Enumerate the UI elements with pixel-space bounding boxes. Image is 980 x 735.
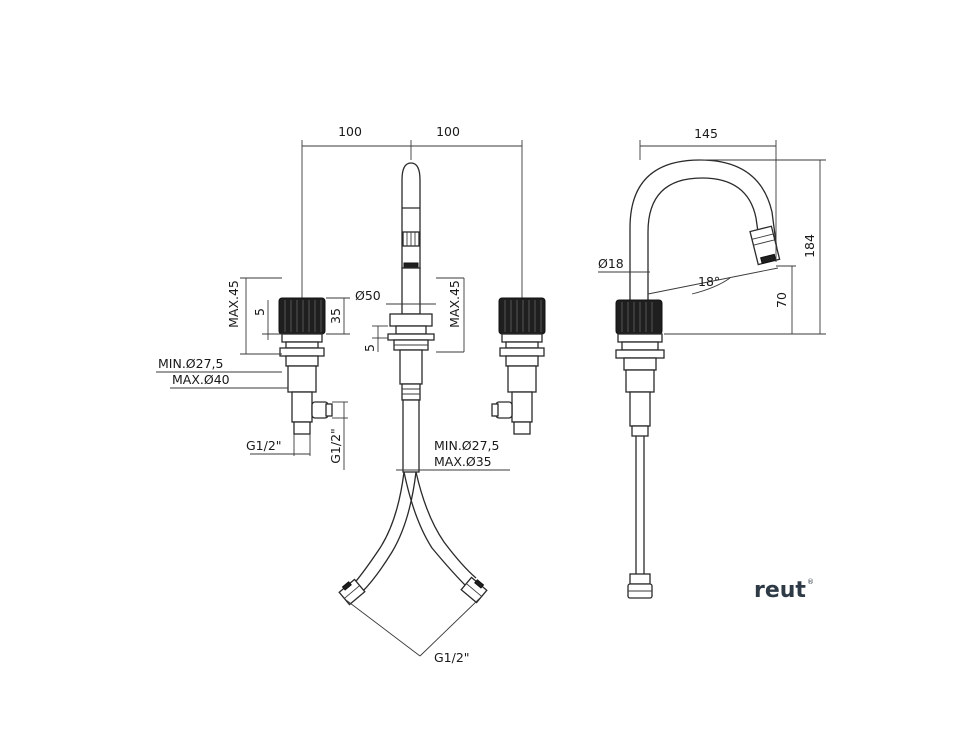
thread-g12-left-label: G1/2" bbox=[246, 438, 282, 453]
height-35-label: 35 bbox=[328, 308, 343, 324]
angle-label: 18° bbox=[698, 274, 720, 289]
logo-text: reut bbox=[754, 578, 806, 603]
center-spout-front bbox=[387, 162, 435, 473]
left-handle-valve bbox=[278, 297, 333, 435]
top-spacing-dimension: 100 100 bbox=[301, 124, 523, 298]
left-handle-dimensions: MAX.45 5 35 MIN.Ø27,5 MAX.Ø40 G1/2" G1/2… bbox=[156, 277, 350, 470]
handle-max-center-label: MAX.45 bbox=[447, 280, 462, 328]
logo-mark: ® bbox=[807, 578, 814, 586]
height-total-label: 184 bbox=[802, 234, 817, 258]
side-spout-tip bbox=[749, 225, 781, 266]
hose-nut-left bbox=[338, 578, 366, 606]
hole-min-left-label: MIN.Ø27,5 bbox=[158, 356, 223, 371]
center-dimensions: Ø50 5 MAX.45 MIN.Ø27,5 MAX.Ø35 bbox=[355, 277, 510, 471]
hole-max-center-label: MAX.Ø35 bbox=[434, 454, 492, 469]
thread-g12-side-label: G1/2" bbox=[328, 428, 343, 464]
hole-max-left-label: MAX.Ø40 bbox=[172, 372, 230, 387]
right-handle-valve bbox=[491, 297, 546, 435]
spacing-right-label: 100 bbox=[436, 124, 460, 139]
spacing-left-label: 100 bbox=[338, 124, 362, 139]
hose-nut-right bbox=[460, 576, 488, 604]
hole-min-center-label: MIN.Ø27,5 bbox=[434, 438, 499, 453]
handle-max-left-label: MAX.45 bbox=[226, 280, 241, 328]
base-diameter-label: Ø50 bbox=[355, 288, 381, 303]
offset-5-center-label: 5 bbox=[362, 344, 377, 352]
side-view-dimensions: 145 184 70 Ø18 18° bbox=[598, 126, 826, 335]
reut-logo: reut ® bbox=[754, 578, 814, 603]
reach-label: 145 bbox=[694, 126, 718, 141]
offset-5-left-label: 5 bbox=[252, 308, 267, 316]
side-view-spout bbox=[615, 159, 781, 599]
thread-g12-hoses-label: G1/2" bbox=[434, 650, 470, 665]
spout-diameter-label: Ø18 bbox=[598, 256, 624, 271]
flexible-hoses: G1/2" bbox=[338, 471, 488, 665]
height-under-spout-label: 70 bbox=[774, 292, 789, 308]
